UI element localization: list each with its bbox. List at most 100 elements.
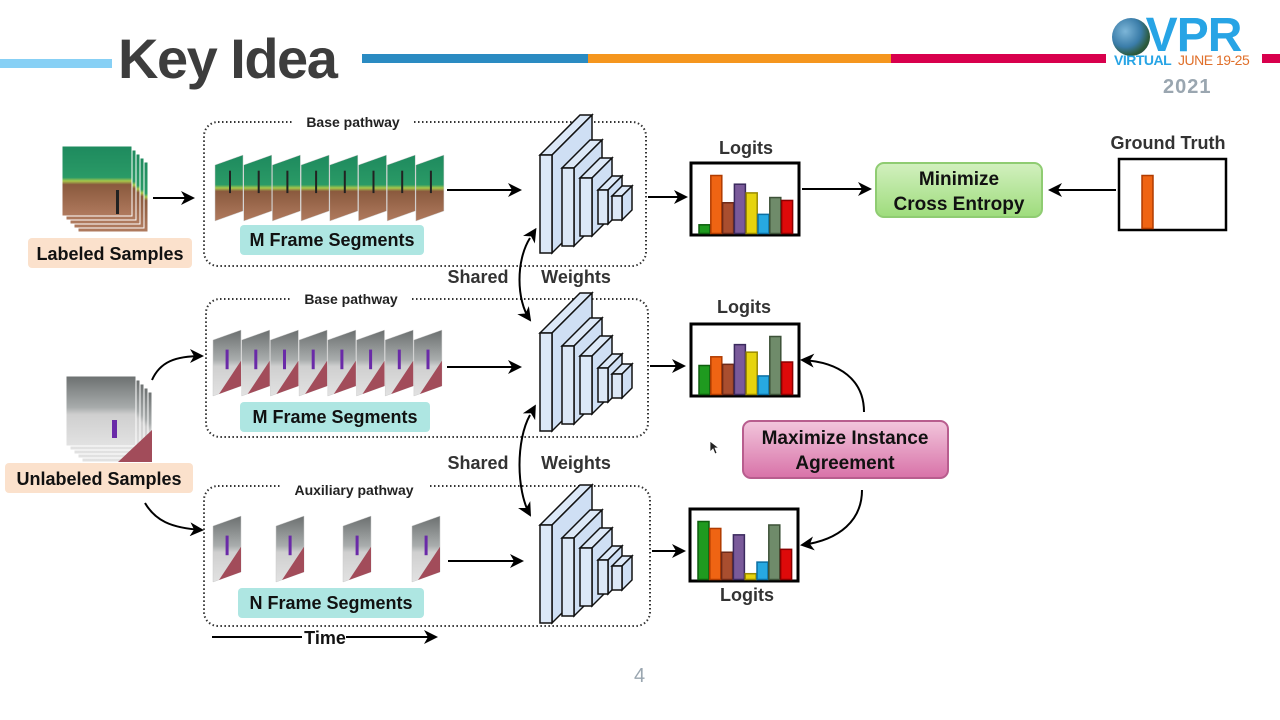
logits-label: Logits [719, 138, 773, 158]
player-figure [340, 349, 344, 370]
cvpr-logo: CVPR VIRTUAL JUNE 19-25 2021 [1108, 10, 1268, 105]
logits-chart-labeled [689, 161, 801, 237]
court-area [305, 360, 328, 394]
header-bar-segment-red [891, 54, 1106, 63]
player-figure [343, 170, 346, 194]
minimize-line2: Cross Entropy [894, 194, 1025, 215]
player-figure [397, 349, 401, 370]
cnn-icon [538, 291, 634, 433]
weights-label: Weights [541, 267, 611, 287]
pathway-title: Base pathway [306, 114, 400, 130]
slide-title: Key Idea [118, 27, 338, 90]
header-bar-segment-blue [362, 54, 588, 63]
logo-wordmark: CVPR [1145, 9, 1243, 62]
pathway-box-1: Base pathway [203, 112, 647, 267]
player-figure [426, 349, 430, 370]
logit-bar [779, 548, 793, 581]
court-area [333, 360, 356, 394]
player-figure [286, 170, 289, 194]
logo-edition: VIRTUAL [1114, 52, 1172, 68]
cnn-layer-front [579, 355, 593, 415]
cnn-layer-front [597, 367, 609, 403]
ground-truth-label: Ground Truth [1111, 133, 1226, 153]
logit-bar [710, 174, 723, 235]
logit-bar [721, 363, 735, 396]
cnn-layer-front [579, 177, 593, 237]
court-area [282, 546, 304, 580]
logit-bar [757, 213, 770, 235]
logits-chart-unlabeled-aux [688, 507, 800, 583]
logits-chart-unlabeled-base [689, 322, 801, 398]
cnn-layer-front [597, 189, 609, 225]
logit-bar [709, 527, 722, 581]
labeled-samples-label: Labeled Samples [36, 244, 183, 264]
frame-strip-labeled [214, 154, 445, 222]
arrow-agreement-to-aux-logits [800, 489, 863, 551]
logit-bar [769, 196, 782, 235]
sample-frame [61, 145, 133, 217]
pathway-box-3: Auxiliary pathway [203, 477, 651, 627]
shared-weights-arrow [518, 404, 536, 517]
maximize-line1: Maximize Instance [762, 428, 929, 449]
player-figure [254, 349, 258, 370]
mouse-cursor-icon [709, 440, 721, 455]
segments-label-bg [240, 225, 424, 255]
player-figure [355, 535, 359, 556]
cnn-layer-front [539, 332, 553, 432]
player-figure [225, 349, 229, 370]
logit-bar [697, 520, 710, 581]
court-area [219, 360, 241, 394]
segments-label: N Frame Segments [249, 593, 412, 613]
court-area [418, 546, 440, 580]
arrow-agreement-to-base-logits [800, 353, 865, 413]
player-figure [283, 349, 286, 370]
pathway-title: Auxiliary pathway [294, 482, 413, 498]
player-figure [372, 170, 375, 194]
court-area [419, 360, 442, 394]
logits-label: Logits [717, 297, 771, 317]
cnn-layer-front [611, 195, 623, 221]
arrow-unlabeled-to-aux [144, 502, 204, 537]
player-figure [369, 349, 373, 370]
segments-label-bg [240, 402, 430, 432]
weights-label: Weights [541, 453, 611, 473]
maximize-instance-agreement-box [742, 420, 949, 479]
court-area [362, 360, 385, 394]
logo-dates: JUNE 19-25 [1178, 52, 1250, 68]
logit-bar [710, 356, 723, 396]
court-area [118, 430, 152, 462]
unlabeled-samples-label-bg [5, 463, 193, 493]
globe-icon [1112, 18, 1150, 56]
logo-year: 2021 [1163, 76, 1212, 98]
logit-bar [720, 551, 734, 581]
logit-bar [756, 561, 769, 581]
pathway-box-2: Base pathway [205, 290, 649, 438]
header-bar-segment-lightblue [0, 59, 112, 68]
shared-weights-arrow [517, 227, 537, 322]
player-figure [429, 170, 432, 194]
logits-label: Logits [720, 585, 774, 605]
segments-label-bg [238, 588, 424, 618]
time-label: Time [304, 628, 346, 648]
unlabeled-samples-label: Unlabeled Samples [16, 469, 181, 489]
shared-label: Shared [447, 267, 508, 287]
frame-strip-unlabeled-base [212, 329, 443, 397]
shared-label: Shared [447, 453, 508, 473]
cnn-layer-front [561, 167, 575, 247]
logit-bar [732, 534, 746, 581]
logit-bar [721, 202, 735, 235]
labeled-sample-stack [61, 145, 149, 233]
segments-label: M Frame Segments [252, 407, 417, 427]
cnn-layer-front [539, 154, 553, 254]
ground-truth-chart [1117, 157, 1228, 232]
header-bar-segment-orange [588, 54, 891, 63]
court-area [247, 360, 270, 394]
logit-bar [733, 183, 747, 235]
court-area [219, 546, 241, 580]
page-number: 4 [634, 665, 646, 687]
header-bar-segment-red-end [1262, 54, 1280, 63]
cnn-layer-front [539, 524, 553, 624]
logit-bar [698, 364, 711, 396]
logit-bar [745, 351, 758, 396]
